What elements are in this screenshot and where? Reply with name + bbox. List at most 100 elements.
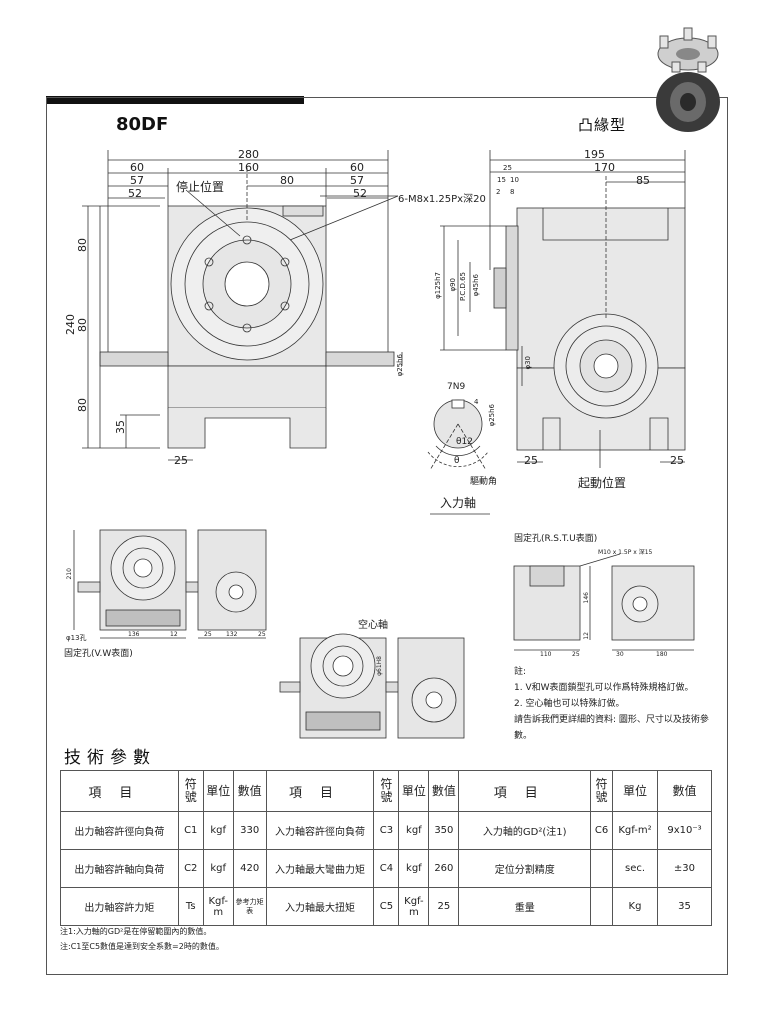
dim-15: 15 [497,176,506,184]
dim-80-bottom: 80 [76,398,89,412]
dim-80: 80 [280,174,294,187]
spec-symbol: C3 [373,811,400,850]
dim-2: 2 [496,188,501,196]
spec-item: 出力軸容許力矩 [60,887,179,926]
dim-80-mid: 80 [76,318,89,332]
header-val-2: 數值 [428,770,460,812]
header-unit-3: 單位 [612,770,658,812]
spec-row: 出力軸容許軸向負荷 C2 kgf 420 入力軸最大彎曲力矩 C4 kgf 26… [60,849,713,888]
input-shaft-dia: φ25h6 [488,404,496,427]
dim-80-top: 80 [76,238,89,252]
side-dia-30: φ30 [524,356,532,370]
small-dim-136: 136 [128,631,140,638]
dim-57-right: 57 [350,174,364,187]
spec-unit: sec. [612,849,658,888]
front-shaft-right [325,351,395,367]
spec-table: 項目 符號 單位 數值 項目 符號 單位 數值 項目 符號 單位 數值 出力軸容… [60,770,713,926]
front-shaft-dia: φ25h6 [396,354,404,377]
spec-item: 出力軸容許軸向負荷 [60,849,179,888]
spec-unit: kgf [398,811,430,850]
note-1: 1. V和W表面鎖型孔可以作爲特殊規格訂做。 [514,683,694,693]
header-item-3: 項目 [458,770,592,812]
key-depth-4: 4 [474,398,479,406]
dim-10: 10 [510,176,519,184]
header-unit-2: 單位 [398,770,430,812]
dim-25-side-top: 25 [503,164,512,172]
dim-195: 195 [584,148,605,161]
dim-52-left: 52 [128,187,142,200]
product-photo [656,27,720,132]
spec-symbol: C6 [590,811,614,850]
spec-row: 出力軸容許徑向負荷 C1 kgf 330 入力軸容許徑向負荷 C3 kgf 35… [60,811,713,850]
dim-25-side-left: 25 [524,454,538,467]
header-sym-1: 符號 [177,770,204,812]
header-val-1: 數值 [232,770,267,812]
dim-57-left: 57 [130,174,144,187]
spec-value: 330 [232,811,267,850]
small-right-180: 180 [656,651,668,658]
input-shaft-title: 入力軸 [440,496,477,510]
spec-value: 420 [232,849,267,888]
spec-unit: Kg [612,887,658,926]
small-dim-12: 12 [170,631,178,638]
header-sym-3: 符號 [590,770,614,812]
hollow-title: 空心軸 [358,620,388,631]
spec-item: 入力軸最大扭矩 [265,887,375,926]
spec-unit: kgf [202,849,234,888]
side-pcd-65: P.C.D.65 [459,272,467,301]
small-dim-132: 132 [226,631,238,638]
header-item-1: 項目 [60,770,179,812]
start-position-label: 起動位置 [578,476,627,490]
header-val-3: 數值 [656,770,713,812]
hollow-dia: φ61H8 [376,656,383,676]
dim-8: 8 [510,188,515,196]
spec-title: 技術參數 [64,748,156,768]
dim-280: 280 [238,148,259,161]
side-dia-90: φ90 [449,278,457,292]
holes-label: 6-M8x1.25Px深20 [398,194,486,205]
side-dia-125: φ125h7 [434,272,442,299]
dim-25-side-right: 25 [670,454,684,467]
small-dim-25a: 25 [204,631,212,638]
spec-value: 25 [428,887,460,926]
spec-symbol: Ts [177,887,204,926]
small-right-12: 12 [583,632,590,640]
notes: 註: 1. V和W表面鎖型孔可以作爲特殊規格訂做。 2. 空心軸也可以特殊訂做。… [514,664,719,744]
front-shaft-left [99,351,169,367]
small-dim-210: 210 [66,568,73,580]
header-unit-1: 單位 [202,770,234,812]
spec-value: 參考力矩表 [232,887,267,926]
spec-header-row: 項目 符號 單位 數值 項目 符號 單位 數值 項目 符號 單位 數值 [60,770,713,812]
spec-unit: Kgf-m [202,887,234,926]
small-right-30: 30 [616,651,624,658]
dim-160: 160 [238,161,259,174]
spec-item: 入力軸最大彎曲力矩 [265,849,375,888]
spec-symbol: C1 [177,811,204,850]
header-item-2: 項目 [265,770,375,812]
spec-unit: Kgf-m [398,887,430,926]
note-3: 請告訴我們更詳細的資料: 圖形、尺寸以及技術參數。 [514,715,709,741]
spec-symbol [590,849,614,888]
note-2: 2. 空心軸也可以特殊訂做。 [514,699,625,709]
small-left-caption: 固定孔(V.W表面) [64,649,133,659]
spec-symbol: C5 [373,887,400,926]
header-sym-2: 符號 [373,770,400,812]
dim-60-right: 60 [350,161,364,174]
drawing-frame [46,97,728,975]
spec-row: 出力軸容許力矩 Ts Kgf-m 參考力矩表 入力軸最大扭矩 C5 Kgf-m … [60,887,713,926]
header-bar [46,96,304,104]
spec-symbol: C4 [373,849,400,888]
notes-heading: 註: [514,667,527,677]
drive-angle-label: 驅動角 [470,477,498,487]
side-dia-45: φ45h6 [472,274,480,297]
spec-symbol: C2 [177,849,204,888]
spec-item: 入力軸的GD²(注1) [458,811,592,850]
spec-value: ±30 [656,849,713,888]
spec-unit: kgf [398,849,430,888]
spec-value: 9x10⁻³ [656,811,713,850]
small-right-146: 146 [583,592,590,604]
stop-position-label: 停止位置 [176,180,225,194]
theta12-label: θ12 [456,437,473,447]
spec-unit: kgf [202,811,234,850]
spec-item: 重量 [458,887,592,926]
